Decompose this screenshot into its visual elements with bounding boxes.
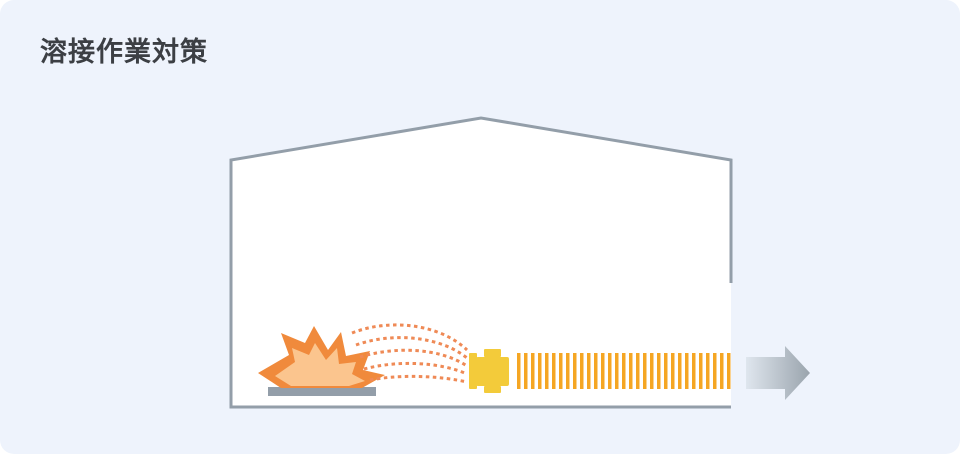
duct-stripe	[615, 353, 619, 389]
fume-lines	[351, 323, 469, 384]
duct-stripe	[622, 353, 626, 389]
duct-stripe	[713, 353, 717, 389]
duct-stripe	[517, 353, 521, 389]
duct-stripe	[685, 353, 689, 389]
hood-collar	[484, 349, 501, 357]
exhaust-arrow-icon	[746, 346, 810, 400]
duct-stripe	[650, 353, 654, 389]
duct-stripe	[608, 353, 612, 389]
exhaust-hood-icon	[469, 349, 509, 393]
exhaust-duct	[517, 353, 731, 389]
duct-stripe	[643, 353, 647, 389]
duct-stripe	[657, 353, 661, 389]
spark-inner	[275, 343, 365, 386]
duct-stripe	[671, 353, 675, 389]
building	[229, 116, 733, 409]
duct-stripe	[699, 353, 703, 389]
duct-stripe	[545, 353, 549, 389]
welding-table	[268, 387, 376, 396]
duct-stripe	[636, 353, 640, 389]
duct-stripe	[720, 353, 724, 389]
duct-stripe	[587, 353, 591, 389]
duct-stripe	[531, 353, 535, 389]
fume-line	[359, 348, 468, 368]
duct-stripe	[580, 353, 584, 389]
duct-stripe	[524, 353, 528, 389]
hood-flange	[469, 353, 477, 389]
hood-collar	[484, 386, 501, 393]
duct-stripe	[559, 353, 563, 389]
building-interior	[231, 118, 731, 407]
building-outline	[229, 116, 733, 409]
duct-stripe	[573, 353, 577, 389]
fume-line	[369, 374, 468, 384]
duct-stripe	[566, 353, 570, 389]
duct-stripe	[727, 353, 731, 389]
duct-stripe	[601, 353, 605, 389]
duct-stripe	[552, 353, 556, 389]
duct-stripe	[538, 353, 542, 389]
duct-stripe	[629, 353, 633, 389]
duct-stripe	[678, 353, 682, 389]
welding-spark-icon	[258, 326, 385, 396]
page-title: 溶接作業対策	[40, 37, 208, 68]
duct-stripe	[706, 353, 710, 389]
duct-stripe	[594, 353, 598, 389]
hood-body	[476, 357, 509, 386]
duct-stripe	[692, 353, 696, 389]
duct-stripe	[664, 353, 668, 389]
